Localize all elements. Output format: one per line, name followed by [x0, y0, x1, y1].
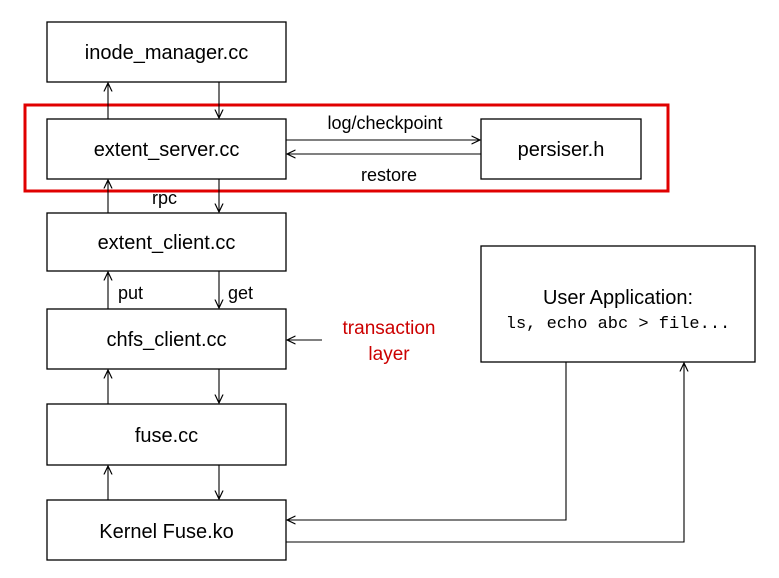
annotation-line-1: transaction: [343, 318, 436, 339]
extent-client-box: extent_client.cc: [46, 212, 287, 272]
get-label: get: [228, 283, 253, 303]
rpc-label: rpc: [152, 188, 177, 208]
user-application-title: User Application:: [543, 287, 693, 309]
log-checkpoint-label: log/checkpoint: [327, 113, 442, 133]
arrow-kernel-to-user-app: [286, 363, 684, 543]
chfs-client-box: chfs_client.cc: [46, 308, 287, 370]
persiser-box: persiser.h: [480, 118, 642, 180]
highlight-frame: [23, 103, 670, 193]
user-application-box: User Application: ls, echo abc > file...: [480, 245, 756, 363]
user-application-command: ls, echo abc > file...: [506, 315, 730, 334]
kernel-fuse-box: Kernel Fuse.ko: [46, 499, 287, 561]
kernel-fuse-label: Kernel Fuse.ko: [99, 521, 234, 543]
extent-client-label: extent_client.cc: [98, 232, 236, 254]
put-label: put: [118, 283, 143, 303]
annotation-line-2: layer: [368, 344, 410, 365]
chfs-client-label: chfs_client.cc: [106, 329, 226, 351]
fuse-box: fuse.cc: [46, 403, 287, 466]
inode-manager-box: inode_manager.cc: [46, 21, 287, 83]
persiser-label: persiser.h: [518, 139, 605, 161]
extent-server-label: extent_server.cc: [94, 139, 240, 161]
restore-label: restore: [361, 165, 417, 185]
extent-server-box: extent_server.cc: [46, 118, 287, 180]
fuse-label: fuse.cc: [135, 425, 198, 447]
arrow-user-app-to-kernel: [287, 362, 567, 520]
inode-manager-label: inode_manager.cc: [85, 42, 248, 64]
